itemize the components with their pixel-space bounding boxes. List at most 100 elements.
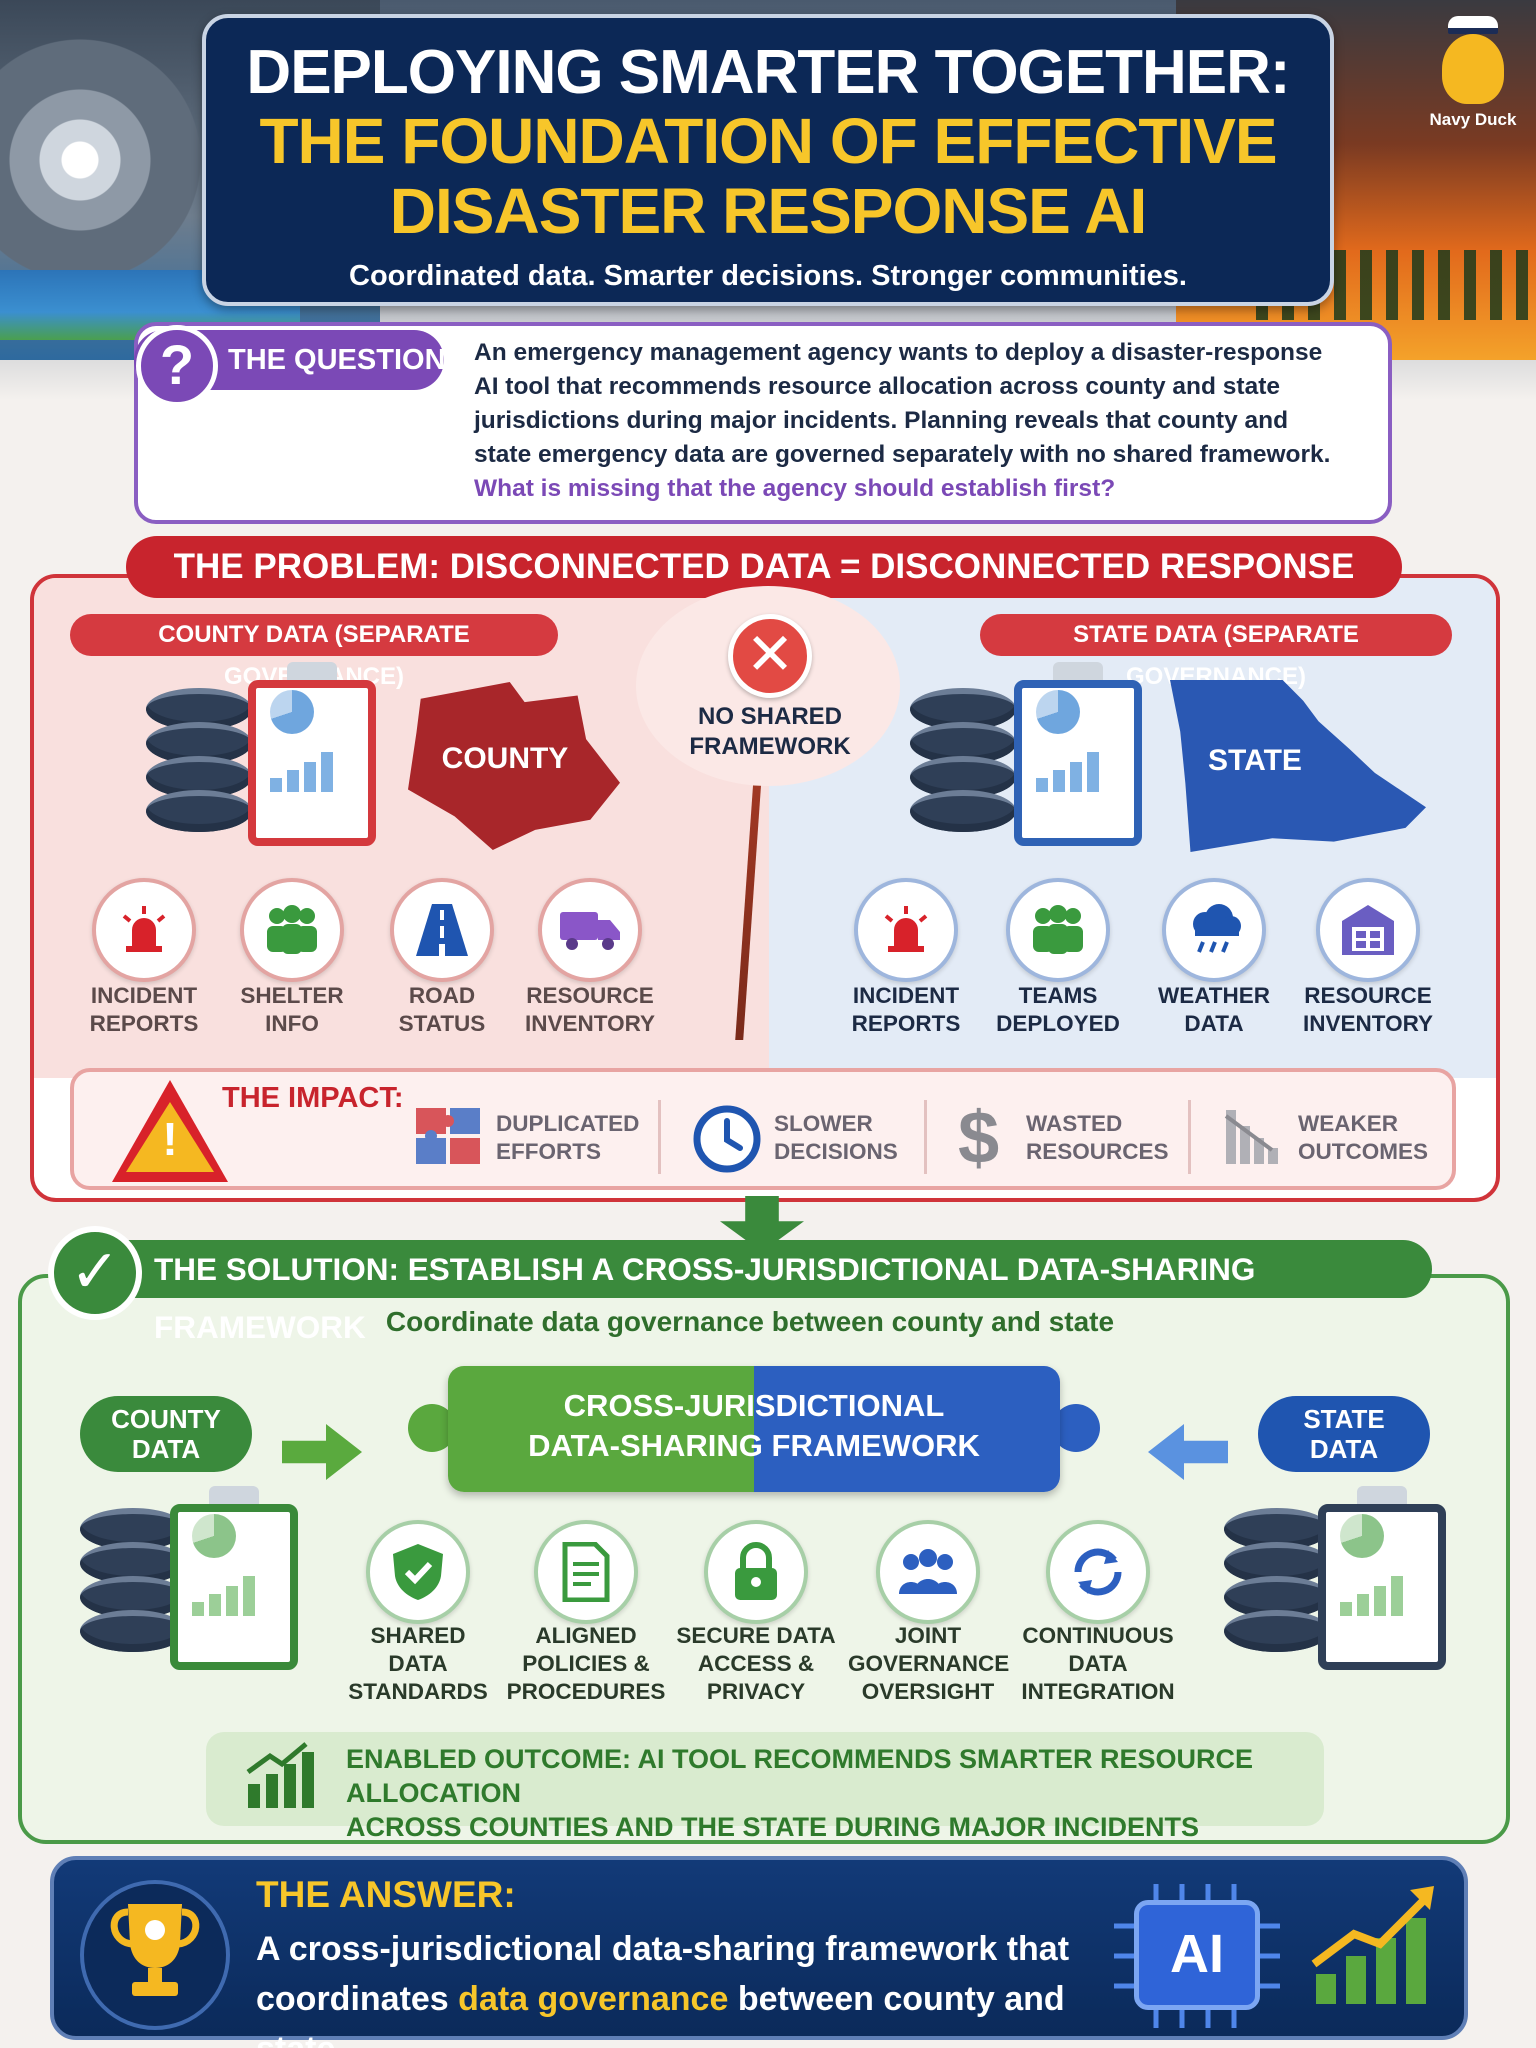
state-database-icon: [910, 688, 1016, 848]
framework-line-2: DATA-SHARING FRAMEWORK: [528, 1428, 980, 1463]
impact-label: THE IMPACT:: [222, 1082, 404, 1114]
title-panel: DEPLOYING SMARTER TOGETHER: THE FOUNDATI…: [202, 14, 1334, 306]
warehouse-icon: [1316, 878, 1420, 982]
county-item-incident-reports: [92, 878, 196, 982]
state-item-weather-data: [1162, 878, 1266, 982]
county-database-icon: [80, 1508, 186, 1668]
road-icon: [390, 878, 494, 982]
county-item-road-status: [390, 878, 494, 982]
impact-divider: [924, 1100, 927, 1174]
county-item-shelter-info: [240, 878, 344, 982]
puzzle-icon: [414, 1104, 482, 1173]
declining-chart-icon: [1222, 1104, 1286, 1173]
navy-duck-mascot: Navy Duck: [1428, 16, 1518, 136]
clock-icon: [692, 1104, 762, 1179]
question-text: An emergency management agency wants to …: [474, 336, 1334, 506]
pillar-joint-governance: [876, 1520, 980, 1624]
state-item-incident-reports: [854, 878, 958, 982]
county-data-pill: COUNTY DATA (SEPARATE GOVERNANCE): [70, 614, 558, 690]
lock-icon: [704, 1520, 808, 1624]
pillar-continuous-integration: [1046, 1520, 1150, 1624]
duck-icon: [1442, 34, 1504, 104]
state-report-clipboard-icon: [1014, 662, 1142, 846]
state-data-pill: STATE DATA (SEPARATE GOVERNANCE): [980, 614, 1452, 690]
warning-exclamation: !: [162, 1113, 178, 1165]
page-subtitle: Coordinated data. Smarter decisions. Str…: [349, 260, 1187, 292]
framework-line-1: CROSS-JURISDICTIONAL: [563, 1388, 945, 1423]
trophy-icon: [102, 1896, 208, 2011]
pillar-shared-data-standards: [366, 1520, 470, 1624]
county-database-icon: [146, 688, 252, 848]
state-report-clipboard-icon: [1318, 1486, 1446, 1670]
answer-text: A cross-jurisdictional data-sharing fram…: [256, 1930, 1070, 2048]
mascot-label: Navy Duck: [1429, 110, 1517, 129]
sailor-hat-icon: [1448, 16, 1498, 34]
pillar-secure-data-access: [704, 1520, 808, 1624]
enabled-outcome-text: ENABLED OUTCOME: AI TOOL RECOMMENDS SMAR…: [346, 1744, 1254, 1842]
solution-banner: THE SOLUTION: ESTABLISH A CROSS-JURISDIC…: [62, 1240, 1432, 1345]
rising-chart-icon: [1310, 1878, 1440, 2008]
shield-check-icon: [366, 1520, 470, 1624]
framework-puzzle-box: CROSS-JURISDICTIONAL DATA-SHARING FRAMEW…: [448, 1366, 1060, 1492]
growth-chart-icon: [244, 1740, 316, 1817]
impact-divider: [1188, 1100, 1191, 1174]
impact-divider: [658, 1100, 661, 1174]
title-line-2: THE FOUNDATION OF EFFECTIVE: [259, 105, 1277, 177]
county-item-resource-inventory: [538, 878, 642, 982]
pillar-aligned-policies: [534, 1520, 638, 1624]
county-map-label: COUNTY: [441, 742, 569, 775]
title-line-3: DISASTER RESPONSE AI: [389, 175, 1147, 247]
state-item-resource-inventory: [1316, 878, 1420, 982]
state-map-label: STATE: [1208, 744, 1302, 777]
county-report-clipboard-icon: [248, 662, 376, 846]
ai-chip-icon: AI: [1134, 1900, 1260, 2010]
question-mark-icon: ?: [136, 325, 218, 407]
siren-icon: [92, 878, 196, 982]
solution-subtitle: Coordinate data governance between count…: [385, 1306, 1115, 1337]
no-shared-framework-label: NO SHARED FRAMEWORK: [689, 703, 851, 760]
enabled-outcome-panel: [206, 1732, 1324, 1826]
team-icon: [1006, 878, 1110, 982]
chip-pins: [1112, 1882, 1282, 2035]
x-mark-icon: ✕: [728, 614, 812, 698]
title-line-1: DEPLOYING SMARTER TOGETHER:: [246, 38, 1290, 107]
truck-icon: [538, 878, 642, 982]
puzzle-knob-right: [1052, 1404, 1100, 1452]
answer-title: THE ANSWER:: [256, 1874, 516, 1915]
people-icon: [240, 878, 344, 982]
state-database-icon: [1224, 1508, 1330, 1668]
refresh-icon: [1046, 1520, 1150, 1624]
question-body: An emergency management agency wants to …: [474, 339, 1331, 468]
question-label: THE QUESTION:: [228, 344, 456, 376]
group-icon: [876, 1520, 980, 1624]
impact-panel: [70, 1068, 1456, 1190]
question-highlight: What is missing that the agency should e…: [474, 475, 1116, 502]
answer-highlight: data governance: [458, 1980, 729, 2018]
document-icon: [534, 1520, 638, 1624]
dollar-icon: $: [958, 1096, 1000, 1179]
state-item-teams-deployed: [1006, 878, 1110, 982]
checkmark-icon: ✓: [48, 1226, 142, 1320]
siren-icon: [854, 878, 958, 982]
rain-cloud-icon: [1162, 878, 1266, 982]
county-report-clipboard-icon: [170, 1486, 298, 1670]
